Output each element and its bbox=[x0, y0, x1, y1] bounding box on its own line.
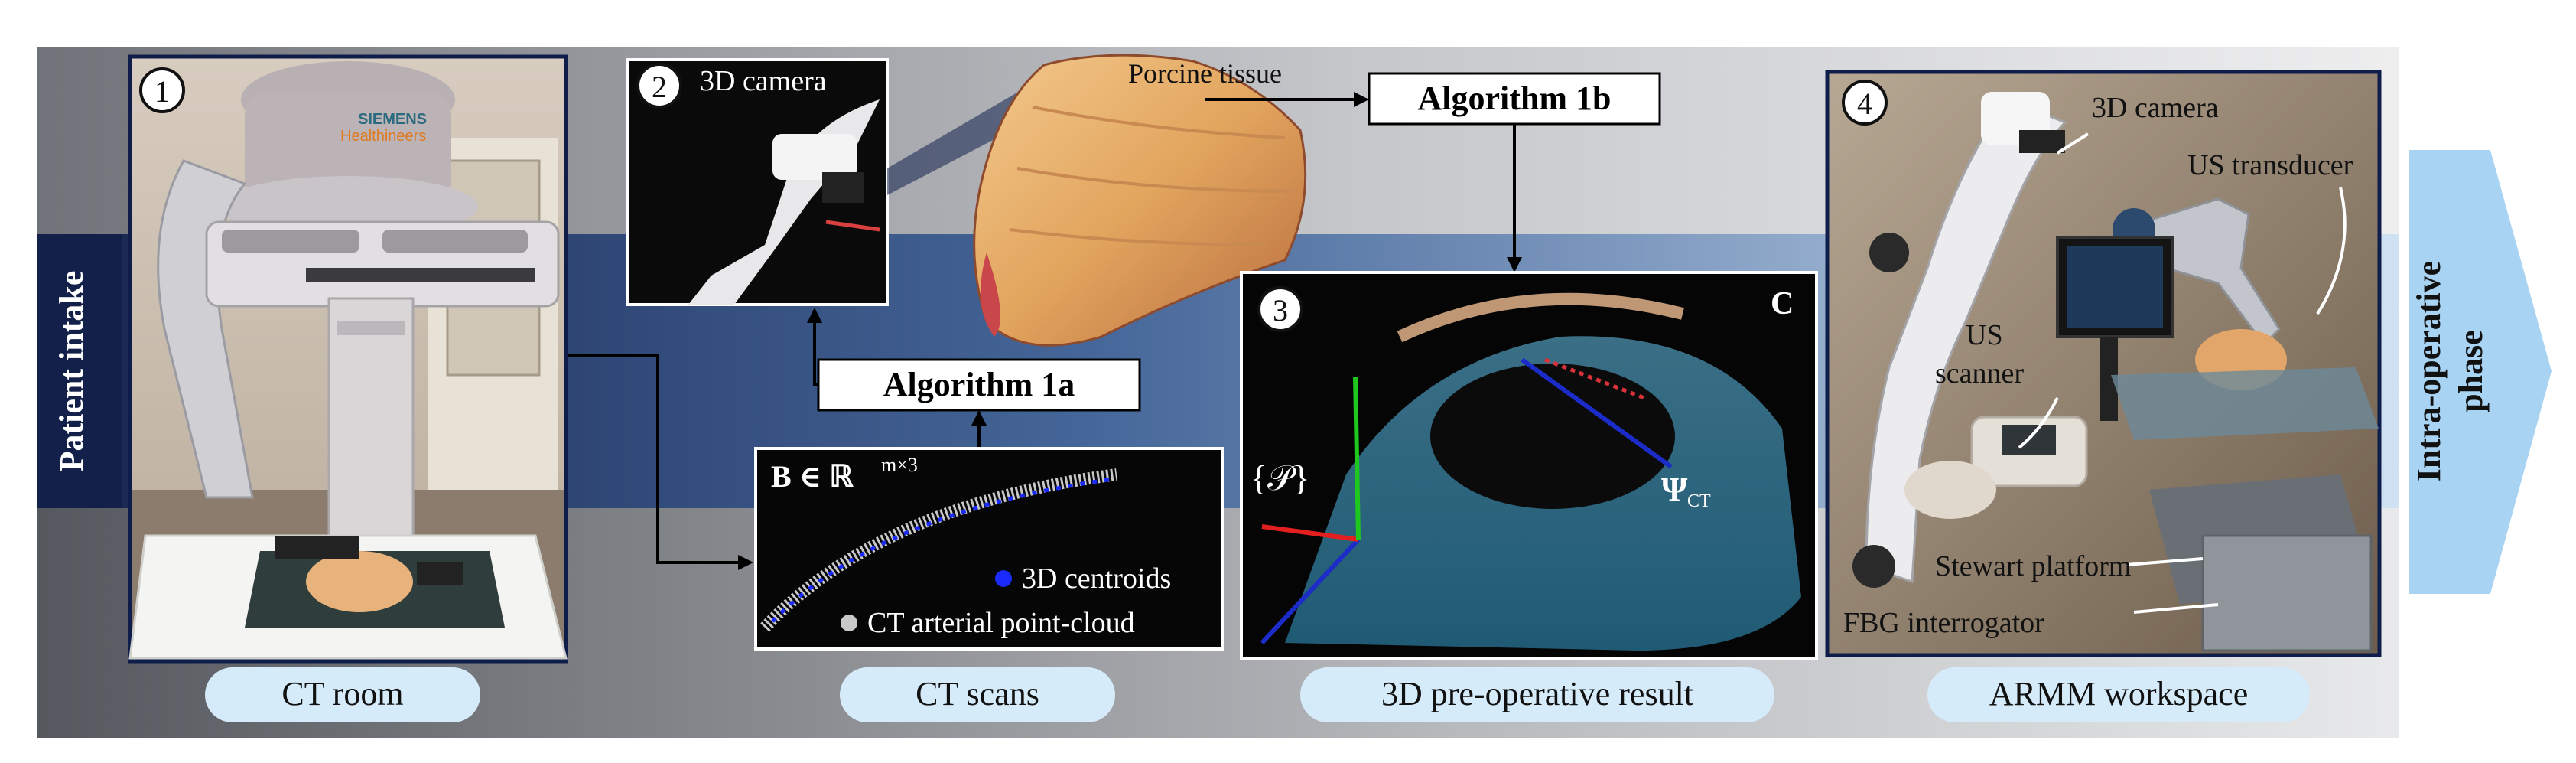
psi-symbol: Ψ bbox=[1661, 471, 1688, 508]
caption-workspace: ARMM workspace bbox=[1927, 667, 2310, 722]
legend-centroids: 3D centroids bbox=[1022, 562, 1171, 595]
legend-cloud: CT arterial point-cloud bbox=[867, 607, 1135, 639]
psi-subscript: CT bbox=[1687, 491, 1711, 511]
arrow-alg1a-to-camera bbox=[813, 323, 818, 386]
panel-armm-workspace: 3D camera US transducer US scanner Stewa… bbox=[1825, 70, 2382, 657]
caption-ct-room: CT room bbox=[205, 667, 480, 722]
svg-text:CT scans: CT scans bbox=[916, 675, 1039, 712]
matrix-label: B ∈ ℝ bbox=[771, 459, 854, 494]
frame-set-label: {𝒫} bbox=[1251, 458, 1309, 497]
algorithm-1b-box bbox=[1368, 72, 1661, 126]
axis-green bbox=[1353, 376, 1361, 540]
algorithm-1b-label: Algorithm 1b bbox=[1418, 80, 1612, 117]
svg-text:2: 2 bbox=[652, 70, 667, 104]
svg-text:ARMM workspace: ARMM workspace bbox=[1989, 675, 2249, 712]
ws-label-us-scanner-1: US bbox=[1966, 319, 2003, 351]
badge-1: 1 bbox=[139, 67, 185, 113]
panel-ct-room: SIEMENS Healthineers bbox=[128, 54, 568, 664]
ws-label-us-scanner-2: scanner bbox=[1935, 357, 2024, 390]
siemens-logo: SIEMENS bbox=[358, 111, 427, 128]
porcine-tissue-image bbox=[973, 54, 1307, 347]
axis-red bbox=[1261, 524, 1359, 542]
panel2-label: 3D camera bbox=[700, 65, 827, 97]
caption-ct-scans: CT scans bbox=[840, 667, 1115, 722]
healthineers-logo: Healthineers bbox=[340, 128, 426, 145]
intra-op-line1: Intra-operative bbox=[2410, 261, 2448, 481]
ws-label-stewart: Stewart platform bbox=[1935, 550, 2131, 582]
axis-blue bbox=[1260, 537, 1361, 645]
intra-operative-arrow bbox=[2409, 150, 2552, 594]
patient-intake-band bbox=[37, 234, 122, 508]
axis-psi bbox=[1521, 357, 1673, 469]
legend-cloud-marker bbox=[841, 615, 857, 631]
ws-label-camera: 3D camera bbox=[2092, 92, 2219, 124]
arrow-ctroom-to-ctscans bbox=[568, 354, 738, 564]
svg-text:3: 3 bbox=[1273, 293, 1288, 328]
legend-centroid-marker bbox=[995, 570, 1012, 587]
porcine-tissue-label: Porcine tissue bbox=[1128, 58, 1282, 89]
panel-preop-result: {𝒫} Ψ CT C bbox=[1240, 271, 1818, 660]
caption-preop: 3D pre-operative result bbox=[1300, 667, 1774, 722]
badge-3: 3 bbox=[1257, 286, 1303, 332]
intra-op-line2: phase bbox=[2452, 330, 2490, 412]
badge-2: 2 bbox=[636, 63, 682, 109]
panel-ct-scans: B ∈ ℝ m×3 3D centroids CT arterial point… bbox=[754, 447, 1224, 651]
panel3-letter: C bbox=[1771, 286, 1794, 321]
ws-label-us-transducer: US transducer bbox=[2187, 149, 2353, 181]
svg-text:3D pre-operative result: 3D pre-operative result bbox=[1381, 675, 1693, 712]
ws-label-fbg: FBG interrogator bbox=[1843, 607, 2044, 639]
svg-text:4: 4 bbox=[1857, 86, 1872, 121]
svg-text:CT room: CT room bbox=[281, 675, 403, 712]
porcine-sample-ct bbox=[306, 551, 413, 612]
svg-text:1: 1 bbox=[154, 74, 170, 109]
algorithm-1a-label: Algorithm 1a bbox=[883, 366, 1075, 403]
patient-intake-label: Patient intake bbox=[53, 271, 90, 472]
badge-4: 4 bbox=[1842, 80, 1888, 126]
fbg-interrogator bbox=[2201, 534, 2373, 652]
matrix-exponent: m×3 bbox=[881, 454, 918, 476]
